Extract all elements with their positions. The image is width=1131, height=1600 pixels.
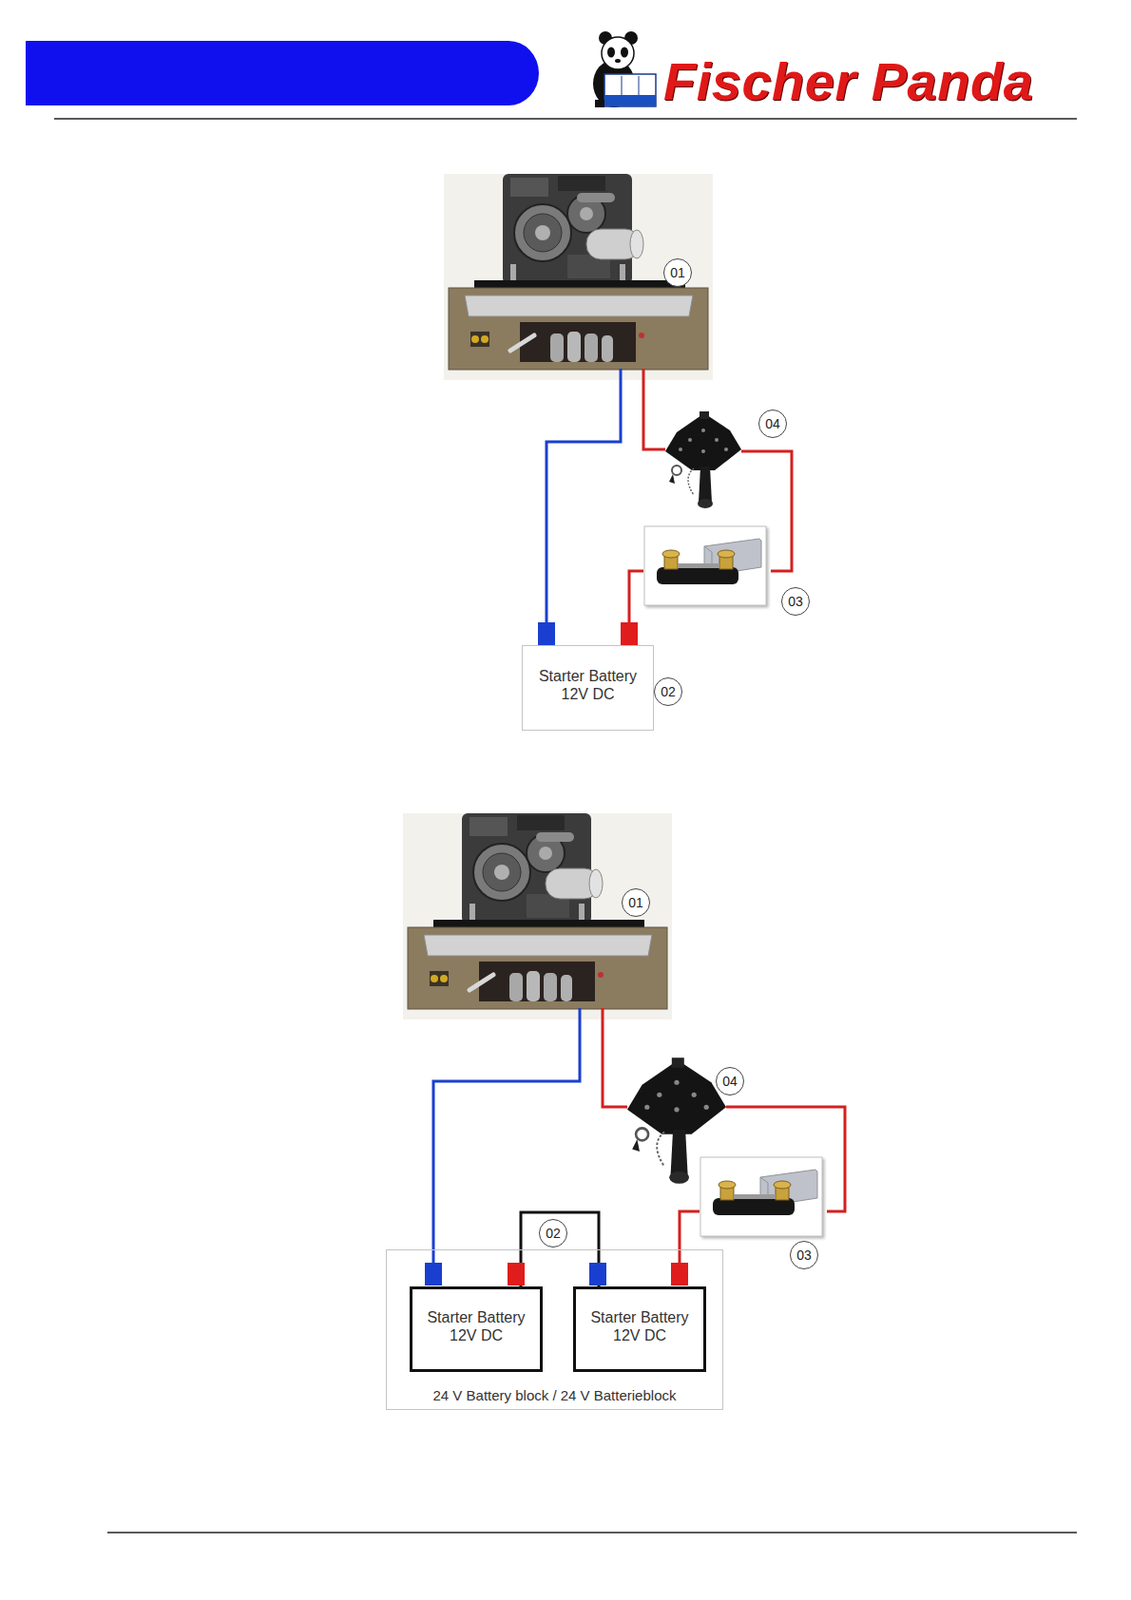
callout-circle: 01	[663, 258, 692, 288]
node-text: Starter Battery 12V DC	[581, 1308, 698, 1345]
battery-box: Starter Battery 12V DC	[521, 645, 654, 731]
battery-block: 24 V Battery block / 24 V Batterieblock S…	[385, 1249, 724, 1411]
callout-number: 04	[765, 417, 781, 431]
callout-number: 02	[660, 685, 676, 699]
positive-wire	[629, 571, 644, 623]
node-text: Starter Battery 12V DC	[418, 1308, 535, 1345]
negative-wire	[546, 368, 621, 623]
header-bar	[25, 40, 539, 106]
callout-number: 03	[796, 1248, 812, 1263]
callout-circle: 01	[621, 888, 651, 918]
callout-circle: 03	[781, 587, 810, 616]
brand-name: Fischer Panda	[663, 51, 1034, 112]
node-text: Starter Battery 12V DC	[528, 667, 648, 704]
node-text: 24 V Battery block / 24 V Batterieblock	[433, 1387, 677, 1405]
positive-terminal	[620, 622, 638, 646]
header-rule	[54, 117, 1077, 120]
callout-number: 01	[628, 896, 644, 910]
positive-wire	[679, 1211, 700, 1264]
callout-circle: 02	[538, 1219, 568, 1248]
positive-wire	[726, 1107, 845, 1212]
positive-terminal	[507, 1263, 525, 1286]
negative-terminal	[537, 622, 556, 646]
callout-number: 04	[722, 1074, 738, 1089]
negative-wire	[433, 1008, 580, 1264]
generator-picture	[443, 173, 713, 381]
callout-circle: 03	[789, 1241, 819, 1270]
positive-wire	[643, 368, 666, 450]
callout-number: 01	[670, 266, 686, 280]
fuse-picture	[700, 1157, 823, 1237]
callout-number: 02	[545, 1226, 561, 1241]
positive-wire	[602, 1008, 628, 1108]
panda-logo	[593, 31, 656, 108]
callout-circle: 04	[758, 409, 787, 439]
battery-box: Starter Battery 12V DC	[409, 1286, 543, 1373]
callout-number: 03	[787, 594, 804, 609]
callout-circle: 04	[715, 1067, 745, 1096]
battery-switch-picture	[665, 411, 742, 509]
callout-circle: 02	[653, 677, 683, 707]
positive-wire	[741, 451, 792, 572]
generator-picture	[402, 813, 672, 1020]
positive-terminal	[670, 1263, 689, 1286]
brand-logo: Fischer Panda	[663, 55, 1034, 109]
negative-terminal	[589, 1263, 607, 1286]
negative-terminal	[424, 1263, 442, 1286]
fuse-picture	[644, 526, 767, 606]
battery-box: Starter Battery 12V DC	[573, 1286, 707, 1373]
footer-rule	[107, 1532, 1077, 1534]
